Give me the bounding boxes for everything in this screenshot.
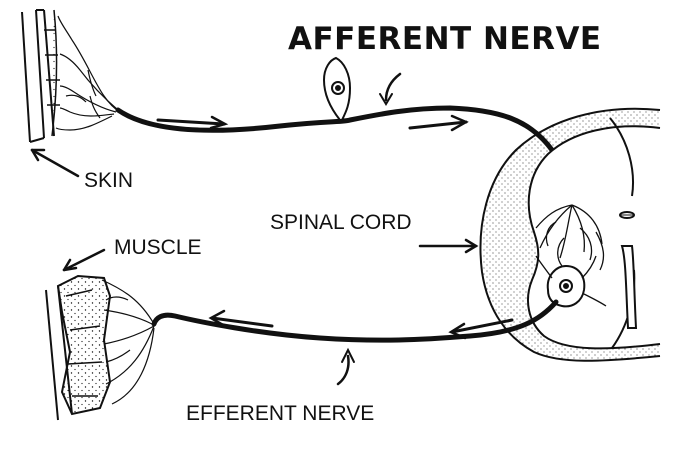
spinal-cord-section [479, 107, 661, 362]
muscle-pointer-arrow [62, 248, 106, 272]
efferent-arrows [208, 309, 514, 386]
efferent-nerve-fiber [151, 299, 559, 343]
skin-label: SKIN [84, 169, 134, 192]
skin-pointer-arrow [30, 148, 80, 178]
spinal-cord-label: SPINAL CORD [270, 211, 412, 234]
label-pointers [30, 148, 479, 272]
synaptic-branches [535, 204, 605, 271]
ganglion-cell [322, 56, 352, 121]
afferent-arrows [156, 72, 469, 132]
efferent-nerve-label: EFFERENT NERVE [186, 402, 375, 425]
motor-neuron [535, 255, 607, 308]
afferent-nerve-label: AFFERENT NERVE [288, 21, 602, 57]
muscle-tissue [45, 274, 155, 421]
skin-tissue [21, 9, 121, 143]
muscle-label: MUSCLE [114, 236, 202, 259]
